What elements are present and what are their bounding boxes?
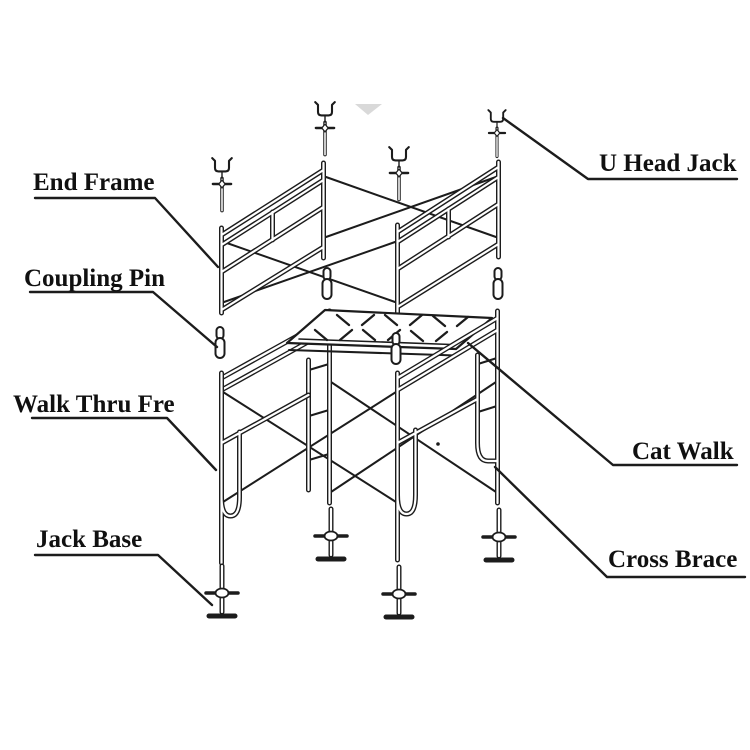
coupling-pin-1 xyxy=(321,267,333,300)
callout-coupling-pin: Coupling Pin xyxy=(24,265,219,349)
ladder-rungs-drawing xyxy=(308,357,498,461)
u-head-jack-3 xyxy=(387,145,411,202)
walk-thru-frame-left-front-drawing xyxy=(219,370,311,566)
jack-base-4 xyxy=(483,510,515,560)
end-frame-right-drawing xyxy=(395,159,501,316)
callout-jack-base: Jack Base xyxy=(33,526,214,607)
watermark-triangle xyxy=(355,104,382,115)
end-frame-left-drawing xyxy=(219,160,326,316)
label-cross-brace: Cross Brace xyxy=(608,546,737,573)
cat-walk-drawing xyxy=(285,308,494,357)
cat-walk-leader-line xyxy=(466,341,739,467)
coupling-pin-3 xyxy=(214,326,226,359)
cross-brace-leader-line xyxy=(493,465,747,579)
speck-artifact xyxy=(436,442,440,446)
main-cross-braces-drawing xyxy=(222,381,497,503)
label-cat-walk: Cat Walk xyxy=(632,438,734,465)
jack-base-3 xyxy=(383,567,415,617)
walk-thru-frame-right-drawing xyxy=(395,308,500,563)
callout-walk-thru-frame: Walk Thru Fre xyxy=(13,391,218,472)
top-cross-braces-drawing xyxy=(223,176,497,303)
callout-cat-walk: Cat Walk xyxy=(466,341,739,467)
callout-cross-brace: Cross Brace xyxy=(493,465,747,579)
walk-thru-frame-leader-line xyxy=(30,416,218,472)
callout-u-head-jack: U Head Jack xyxy=(501,116,739,181)
coupling-pin-4 xyxy=(390,332,402,365)
jack-base-1 xyxy=(206,566,238,616)
u-head-jack-2 xyxy=(313,100,337,157)
label-jack-base: Jack Base xyxy=(36,526,142,553)
end-frame-leader-line xyxy=(33,196,220,269)
coupling-pin-2 xyxy=(492,267,504,300)
jack-base-leader-line xyxy=(33,553,214,607)
u-head-jack-leader-line xyxy=(501,116,739,181)
coupling-pin-leader-line xyxy=(28,290,219,349)
u-head-jack-1 xyxy=(210,156,234,213)
label-end-frame: End Frame xyxy=(33,169,155,196)
label-u-head-jack: U Head Jack xyxy=(599,150,737,177)
label-walk-thru-frame: Walk Thru Fre xyxy=(13,391,175,418)
label-coupling-pin: Coupling Pin xyxy=(24,265,165,292)
walk-thru-frame-left-rear-drawing xyxy=(219,308,332,506)
callout-end-frame: End Frame xyxy=(33,169,220,269)
jack-base-2 xyxy=(315,509,347,559)
